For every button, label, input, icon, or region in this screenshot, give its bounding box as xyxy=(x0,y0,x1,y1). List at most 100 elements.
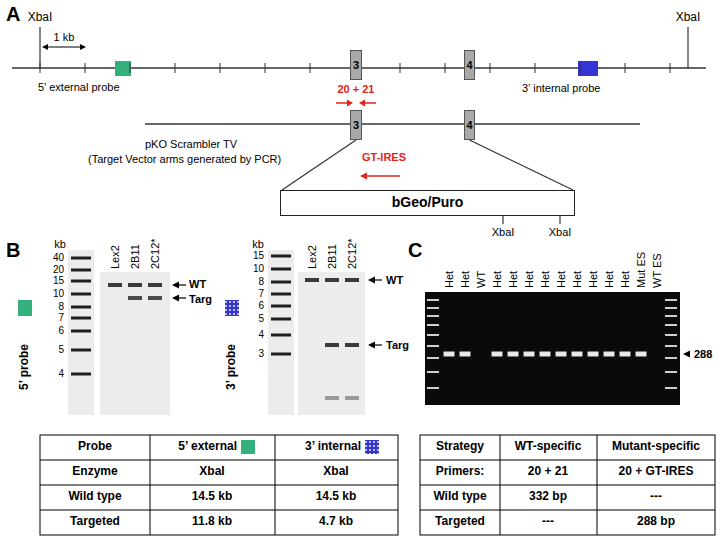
size-marker: 5 xyxy=(258,313,264,325)
site-label: XbaI xyxy=(28,11,53,25)
table-cell: 14.5 kb xyxy=(316,490,357,504)
lane-label: Lex2 xyxy=(306,245,319,269)
ladder-band xyxy=(271,293,291,296)
ladder-band xyxy=(665,357,677,359)
table-cell: Wild type xyxy=(433,490,486,504)
gel-band xyxy=(108,283,122,287)
scale-tick xyxy=(445,63,446,73)
southern-blot xyxy=(100,272,170,415)
band-arrow xyxy=(375,279,382,280)
vector-line xyxy=(145,123,640,125)
scale-tick xyxy=(85,63,86,73)
gel-band xyxy=(588,352,599,357)
ladder-band xyxy=(665,315,677,317)
table-cell: Mutant-specific xyxy=(612,440,700,454)
ladder-band xyxy=(665,299,677,301)
lane-label: WT ES xyxy=(651,253,664,288)
lane-label: Lex2 xyxy=(109,245,122,269)
table-cell: 3’ internal xyxy=(305,440,361,454)
ladder-band xyxy=(665,307,677,309)
probe-swatch xyxy=(18,300,32,316)
table-cell: Targeted xyxy=(70,515,120,529)
ladder-band xyxy=(271,318,291,321)
scale-tick xyxy=(490,63,491,73)
primer-label: GT-IRES xyxy=(362,151,406,164)
ladder-band xyxy=(271,281,291,284)
ladder-band xyxy=(71,293,91,296)
lane-label: Het xyxy=(555,271,568,288)
ladder-band xyxy=(665,387,677,389)
gel-band xyxy=(524,352,535,357)
table-cell: XbaI xyxy=(199,465,224,479)
size-marker: 7 xyxy=(58,312,64,324)
ladder-band xyxy=(427,345,439,347)
table-cell: 332 bp xyxy=(529,490,567,504)
scale-bar xyxy=(47,47,81,48)
primer-label: 20 + 21 xyxy=(337,83,374,96)
ladder-band xyxy=(71,373,91,376)
table-rule xyxy=(40,485,398,486)
probe-title: 3’ probe xyxy=(225,344,239,390)
panel-letter: C xyxy=(408,239,422,262)
table-cell: Strategy xyxy=(436,440,484,454)
size-marker: 6 xyxy=(258,300,264,312)
band-label: Targ xyxy=(189,293,212,306)
table-cell: XbaI xyxy=(323,465,348,479)
cassette-name: bGeo/Puro xyxy=(392,195,464,210)
gel-band xyxy=(636,352,647,357)
gel-band xyxy=(444,352,455,357)
band-arrow xyxy=(179,284,186,285)
table-cell: --- xyxy=(542,515,554,529)
size-marker: 20 xyxy=(53,264,64,276)
ladder-band xyxy=(271,353,291,356)
exon-number: 3 xyxy=(353,119,359,131)
scale-tick xyxy=(175,63,176,73)
table-cell: 14.5 kb xyxy=(192,490,233,504)
lane-label: 2B11 xyxy=(129,244,142,269)
table-rule xyxy=(597,435,598,535)
table-border xyxy=(40,435,398,535)
exon-number: 4 xyxy=(466,119,472,131)
ladder-band xyxy=(271,305,291,308)
ladder-band xyxy=(271,334,291,337)
scale-tick xyxy=(535,63,536,73)
band-arrowhead xyxy=(368,277,375,284)
probe-marker xyxy=(115,61,131,76)
lane-label: Mut ES xyxy=(635,252,648,288)
size-marker: 40 xyxy=(53,252,64,264)
size-marker: 10 xyxy=(253,263,264,275)
exon-box: 4 xyxy=(464,50,475,80)
exon-box: 3 xyxy=(350,110,362,140)
lane-label: Het xyxy=(539,271,552,288)
exon-number: 3 xyxy=(353,59,359,71)
scale-tick xyxy=(625,63,626,73)
vector-label: pKO Scrambler TV xyxy=(145,138,237,151)
lane-label: Het xyxy=(523,271,536,288)
ladder-strip xyxy=(268,250,294,415)
lane-label: Het xyxy=(507,271,520,288)
probe-swatch xyxy=(241,440,255,454)
site-label: XbaI xyxy=(492,226,515,239)
exon-number: 4 xyxy=(466,59,472,71)
table-rule xyxy=(420,460,715,461)
table-border xyxy=(420,435,715,535)
table-cell: 11.8 kb xyxy=(192,515,232,529)
table-cell: 4.7 kb xyxy=(319,515,353,529)
table-cell: 5’ external xyxy=(178,440,237,454)
scale-tick xyxy=(40,63,41,73)
gel-band xyxy=(345,396,359,400)
gel-band xyxy=(572,352,583,357)
gel-band xyxy=(540,352,551,357)
probe-swatch xyxy=(225,300,239,316)
lane-label: Het xyxy=(619,271,632,288)
size-marker: 4 xyxy=(258,329,264,341)
table-cell: --- xyxy=(650,490,662,504)
scale-tick xyxy=(670,63,671,73)
table-rule xyxy=(40,510,398,511)
size-marker: 5 xyxy=(58,344,64,356)
ladder-band xyxy=(665,371,677,373)
ladder-band xyxy=(71,257,91,260)
size-marker: 4 xyxy=(58,368,64,380)
ladder-band xyxy=(71,349,91,352)
primer-arrow xyxy=(366,175,400,177)
